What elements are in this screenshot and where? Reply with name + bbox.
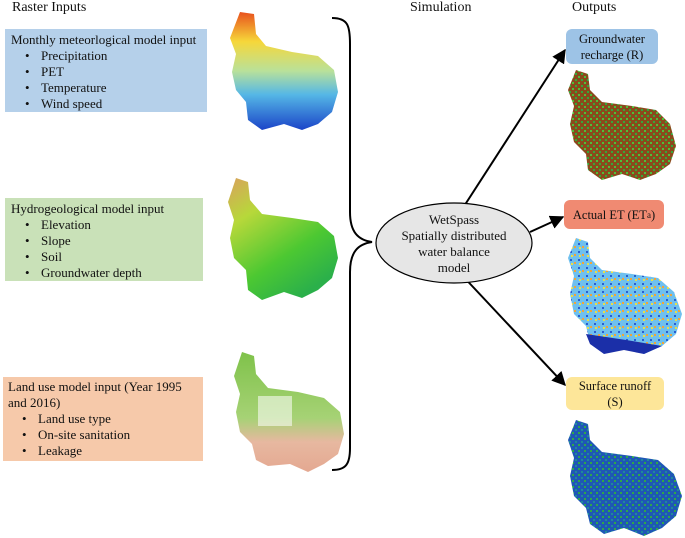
list-item: Leakage	[22, 443, 198, 459]
et-output-subscript: a	[646, 209, 651, 220]
elevation-map	[228, 178, 338, 300]
arrow-to-runoff	[458, 271, 566, 387]
model-label: WetSpass Spatially distributed water bal…	[386, 212, 522, 276]
meteorological-input-list: Precipitation PET Temperature Wind speed	[11, 48, 201, 112]
outputs-header: Outputs	[572, 0, 617, 15]
et-output-prefix: Actual ET (ET	[572, 207, 647, 222]
runoff-output-line1: Surface runoff	[578, 378, 652, 393]
list-item: Wind speed	[25, 96, 201, 112]
landuse-input-box: Land use model input (Year 1995 and 2016…	[3, 377, 203, 461]
hydrogeological-input-list: Elevation Slope Soil Groundwater depth	[11, 217, 197, 281]
model-ellipse	[375, 202, 533, 284]
arrow-to-recharge	[458, 48, 566, 215]
list-item: PET	[25, 64, 201, 80]
list-item: Temperature	[25, 80, 201, 96]
meteorological-input-box: Monthly meteorlogical model input Precip…	[5, 29, 207, 112]
list-item: Elevation	[25, 217, 197, 233]
list-item: Soil	[25, 249, 197, 265]
simulation-header: Simulation	[410, 0, 472, 15]
recharge-output-line2: recharge (R)	[580, 47, 644, 62]
list-item: Groundwater depth	[25, 265, 197, 281]
landuse-input-title-line2: and 2016)	[8, 395, 61, 410]
runoff-output-box: Surface runoff (S)	[566, 377, 664, 410]
precipitation-map	[230, 12, 338, 130]
model-label-line3: water balance	[418, 244, 490, 259]
hydrogeological-input-title: Hydrogeological model input	[11, 201, 165, 216]
landuse-input-list: Land use type On-site sanitation Leakage	[8, 411, 198, 459]
raster-inputs-header: Raster Inputs	[12, 0, 87, 15]
input-brace	[331, 17, 373, 471]
arrow-to-et	[529, 215, 565, 233]
et-map	[568, 238, 682, 354]
list-item: Land use type	[22, 411, 198, 427]
list-item: Precipitation	[25, 48, 201, 64]
et-output-suffix: )	[650, 207, 656, 222]
hydrogeological-input-box: Hydrogeological model input Elevation Sl…	[5, 198, 203, 281]
landuse-input-title-line1: Land use model input (Year 1995	[8, 379, 182, 394]
model-label-line4: model	[437, 260, 471, 275]
landuse-map	[234, 352, 344, 472]
model-label-line2: Spatially distributed	[401, 228, 507, 243]
runoff-output-line2: (S)	[607, 394, 623, 409]
recharge-output-line1: Groundwater	[579, 31, 645, 46]
recharge-output-box: Groundwater recharge (R)	[566, 29, 658, 64]
list-item: Slope	[25, 233, 197, 249]
recharge-map	[568, 70, 676, 180]
model-label-line1: WetSpass	[428, 212, 480, 227]
runoff-map	[568, 420, 682, 536]
list-item: On-site sanitation	[22, 427, 198, 443]
meteorological-input-title: Monthly meteorlogical model input	[11, 32, 197, 47]
